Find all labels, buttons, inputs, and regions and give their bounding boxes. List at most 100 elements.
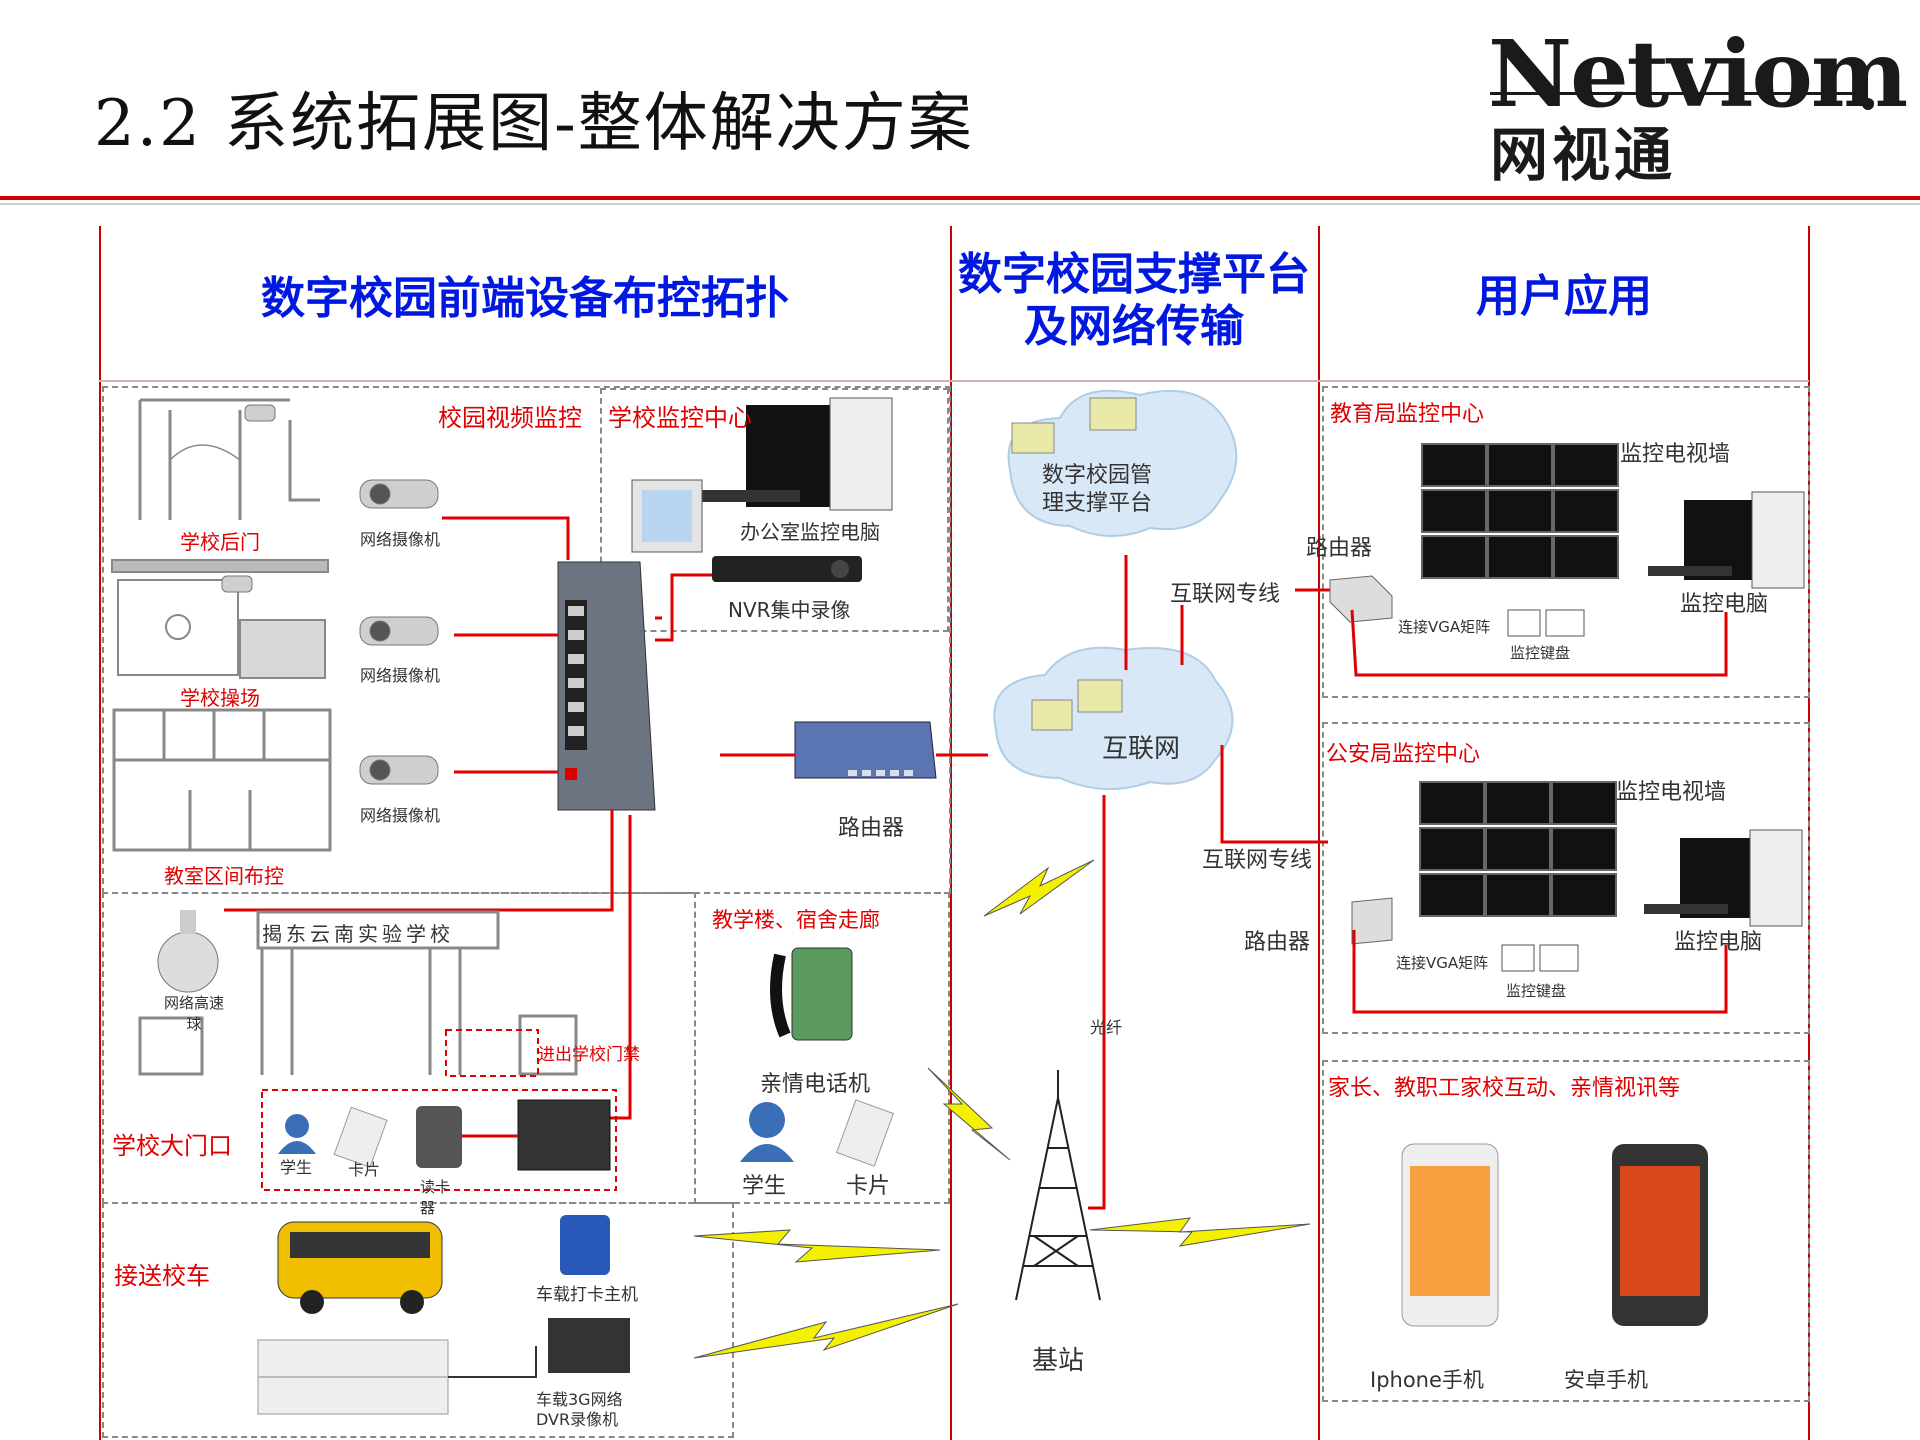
user-apps-title: 用户应用 bbox=[1476, 271, 1652, 322]
card-label-gate: 卡片 bbox=[348, 1160, 381, 1179]
logo-dot bbox=[1862, 98, 1874, 110]
keyboard-label-edu: 监控键盘 bbox=[1510, 644, 1571, 662]
header-divider-shadow bbox=[0, 203, 1920, 205]
playground-label: 学校操场 bbox=[180, 686, 260, 710]
monitor-pc-label-edu: 监控电脑 bbox=[1680, 592, 1769, 617]
base-station-label: 基站 bbox=[1032, 1346, 1085, 1376]
keyboard-icon bbox=[1501, 609, 1585, 972]
iphone-icon bbox=[1401, 1143, 1499, 1327]
gate-barrier-area bbox=[445, 1029, 539, 1077]
column-border-right bbox=[1318, 226, 1320, 1440]
router-label: 路由器 bbox=[838, 816, 905, 841]
video-wall-label-edu: 监控电视墙 bbox=[1620, 442, 1731, 467]
bus-dvr-label: 车载3G网络DVR录像机 bbox=[536, 1390, 623, 1429]
column-border-middle bbox=[950, 226, 952, 1440]
floorplan-playground bbox=[111, 559, 329, 679]
internet-label: 互联网 bbox=[1102, 734, 1181, 764]
user-app-links bbox=[1350, 609, 1728, 1014]
android-phone-icon bbox=[1612, 1144, 1708, 1326]
bus-card-host-icon bbox=[560, 1215, 610, 1275]
title-row-divider bbox=[99, 380, 1809, 382]
nvr-icon bbox=[712, 556, 862, 582]
card-label: 卡片 bbox=[846, 1174, 891, 1199]
floorplan-classroom bbox=[112, 708, 332, 852]
back-gate-label: 学校后门 bbox=[180, 530, 260, 554]
management-platform-label: 数字校园管理支撑平台 bbox=[1042, 463, 1153, 516]
bus-host-label: 车载打卡主机 bbox=[536, 1285, 638, 1305]
police-center-label: 公安局监控中心 bbox=[1326, 742, 1481, 767]
router-label-edu: 路由器 bbox=[1306, 536, 1373, 561]
page-title: 2.2 系统拓展图-整体解决方案 bbox=[94, 87, 974, 161]
bus-icon bbox=[277, 1221, 443, 1314]
switch-icon bbox=[557, 561, 656, 811]
tower-icon bbox=[1015, 1070, 1101, 1301]
logo-chinese: 网视通 bbox=[1490, 121, 1677, 189]
router-icon bbox=[794, 721, 937, 779]
camera-icon bbox=[221, 404, 439, 785]
router-label-police: 路由器 bbox=[1244, 930, 1311, 955]
router-icon bbox=[1329, 575, 1393, 945]
floorplan-back-gate bbox=[138, 398, 320, 520]
card-reader-label: 读卡器 bbox=[420, 1178, 451, 1217]
monitor-pc-label-police: 监控电脑 bbox=[1674, 930, 1763, 955]
platform-title-line2: 及网络传输 bbox=[1024, 301, 1244, 352]
iphone-label: Iphone手机 bbox=[1370, 1368, 1484, 1392]
school-bus-label: 接送校车 bbox=[114, 1262, 210, 1290]
family-phone-label: 亲情电话机 bbox=[760, 1072, 871, 1097]
vga-matrix-label-edu: 连接VGA矩阵 bbox=[1398, 618, 1491, 636]
vga-matrix-label-police: 连接VGA矩阵 bbox=[1396, 954, 1489, 972]
person-icon bbox=[278, 1114, 316, 1154]
person-icon bbox=[740, 1102, 794, 1162]
bus-floorplan bbox=[257, 1339, 449, 1415]
school-bus-section bbox=[102, 1202, 734, 1438]
header-divider bbox=[0, 196, 1920, 200]
computer-icon bbox=[1644, 491, 1805, 927]
dedicated-line-label-police: 互联网专线 bbox=[1202, 848, 1313, 873]
computer-icon bbox=[631, 397, 893, 553]
bus-link bbox=[448, 1346, 537, 1378]
camera-label-2: 网络摄像机 bbox=[360, 666, 441, 685]
lightning-icon bbox=[693, 859, 1311, 1359]
police-center-section bbox=[1322, 722, 1810, 1034]
column-border-left bbox=[99, 226, 101, 1440]
logo-underline bbox=[1490, 92, 1868, 95]
fiber-label: 光纤 bbox=[1090, 1018, 1123, 1037]
camera-label-3: 网络摄像机 bbox=[360, 806, 441, 825]
access-control-area bbox=[261, 1089, 617, 1191]
teaching-building-section bbox=[694, 892, 950, 1204]
school-gate bbox=[138, 910, 578, 1076]
cloud-icon bbox=[993, 389, 1238, 791]
classroom-label: 教室区间布控 bbox=[164, 864, 284, 888]
android-label: 安卓手机 bbox=[1564, 1368, 1648, 1392]
speed-dome-icon bbox=[157, 910, 219, 993]
video-wall-icon bbox=[1419, 443, 1619, 917]
camera-label-1: 网络摄像机 bbox=[360, 530, 441, 549]
controller-icon bbox=[517, 1099, 611, 1171]
nvr-label: NVR集中录像 bbox=[728, 598, 851, 622]
video-wall-label-police: 监控电视墙 bbox=[1616, 780, 1727, 805]
campus-video-label: 校园视频监控 bbox=[438, 404, 582, 432]
gate-access-label: 进出学校门禁 bbox=[538, 1045, 640, 1065]
school-control-center-label: 学校监控中心 bbox=[608, 404, 752, 432]
speed-dome-label: 网络高速球 bbox=[164, 994, 225, 1033]
edu-center-section bbox=[1322, 386, 1810, 698]
phone-icon bbox=[770, 947, 853, 1041]
edu-center-label: 教育局监控中心 bbox=[1330, 402, 1485, 427]
front-end-title: 数字校园前端设备布控拓扑 bbox=[261, 273, 789, 324]
office-pc-label: 办公室监控电脑 bbox=[740, 520, 880, 544]
teaching-building-label: 教学楼、宿舍走廊 bbox=[712, 908, 880, 932]
computer-icon bbox=[1011, 397, 1137, 731]
platform-title-line1: 数字校园支撑平台 bbox=[958, 249, 1310, 300]
platform-links bbox=[1088, 555, 1330, 1210]
interaction-label: 家长、教职工家校互动、亲情视讯等 bbox=[1328, 1076, 1681, 1101]
student-label: 学生 bbox=[742, 1174, 787, 1199]
card-icon bbox=[835, 1099, 895, 1167]
logo-text: Netviom bbox=[1488, 20, 1908, 128]
student-label-gate: 学生 bbox=[280, 1158, 313, 1177]
keyboard-label-police: 监控键盘 bbox=[1506, 982, 1567, 1000]
main-gate-label: 学校大门口 bbox=[112, 1132, 232, 1160]
school-name-label: 揭东云南实验学校 bbox=[262, 922, 454, 946]
control-center-section bbox=[600, 388, 949, 632]
bus-dvr-icon bbox=[548, 1318, 630, 1373]
